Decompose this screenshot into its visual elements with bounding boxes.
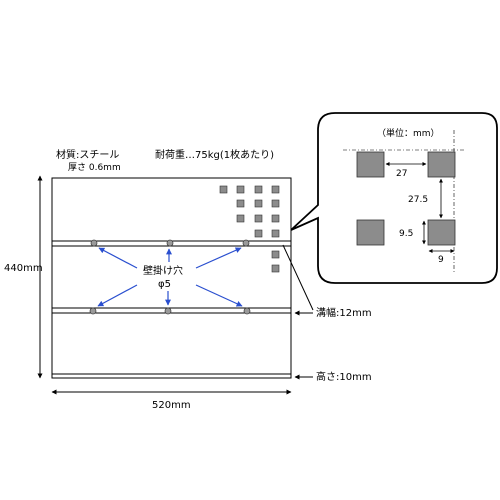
width-label: 520mm	[152, 400, 191, 411]
groove-leader	[282, 244, 314, 316]
square-hole-grid	[219, 185, 280, 273]
wall-hole	[243, 307, 251, 315]
detail-square-width-label: 9	[438, 255, 444, 265]
material-label: 材質:スチール	[56, 150, 120, 161]
thickness-label: 厚さ 0.6mm	[68, 163, 121, 173]
height-label: 440mm	[4, 263, 43, 274]
wall-holes	[89, 239, 251, 315]
wall-hole	[166, 239, 174, 247]
wall-hole	[164, 307, 172, 315]
detail-vertical-label: 27.5	[408, 195, 429, 205]
detail-dimensions	[385, 162, 455, 253]
wall-hole	[89, 307, 97, 315]
detail-square-height-label: 9.5	[399, 229, 414, 239]
groove-width-label: 溝幅:12mm	[316, 308, 372, 319]
load-label: 耐荷重…75kg(1枚あたり)	[155, 150, 275, 161]
hole-label: 壁掛け穴	[143, 266, 183, 277]
wall-hole	[242, 239, 250, 247]
detail-unit-label: （単位：mm）	[377, 129, 440, 139]
edge-height-label: 高さ:10mm	[316, 372, 372, 383]
hole-diameter-label: φ5	[158, 279, 171, 290]
board-outline	[51, 177, 292, 379]
detail-squares	[356, 151, 456, 246]
detail-centerlines	[343, 130, 465, 272]
detail-horizontal-label: 27	[396, 169, 408, 179]
wall-hole	[90, 239, 98, 247]
hole-arrows	[97, 247, 243, 307]
